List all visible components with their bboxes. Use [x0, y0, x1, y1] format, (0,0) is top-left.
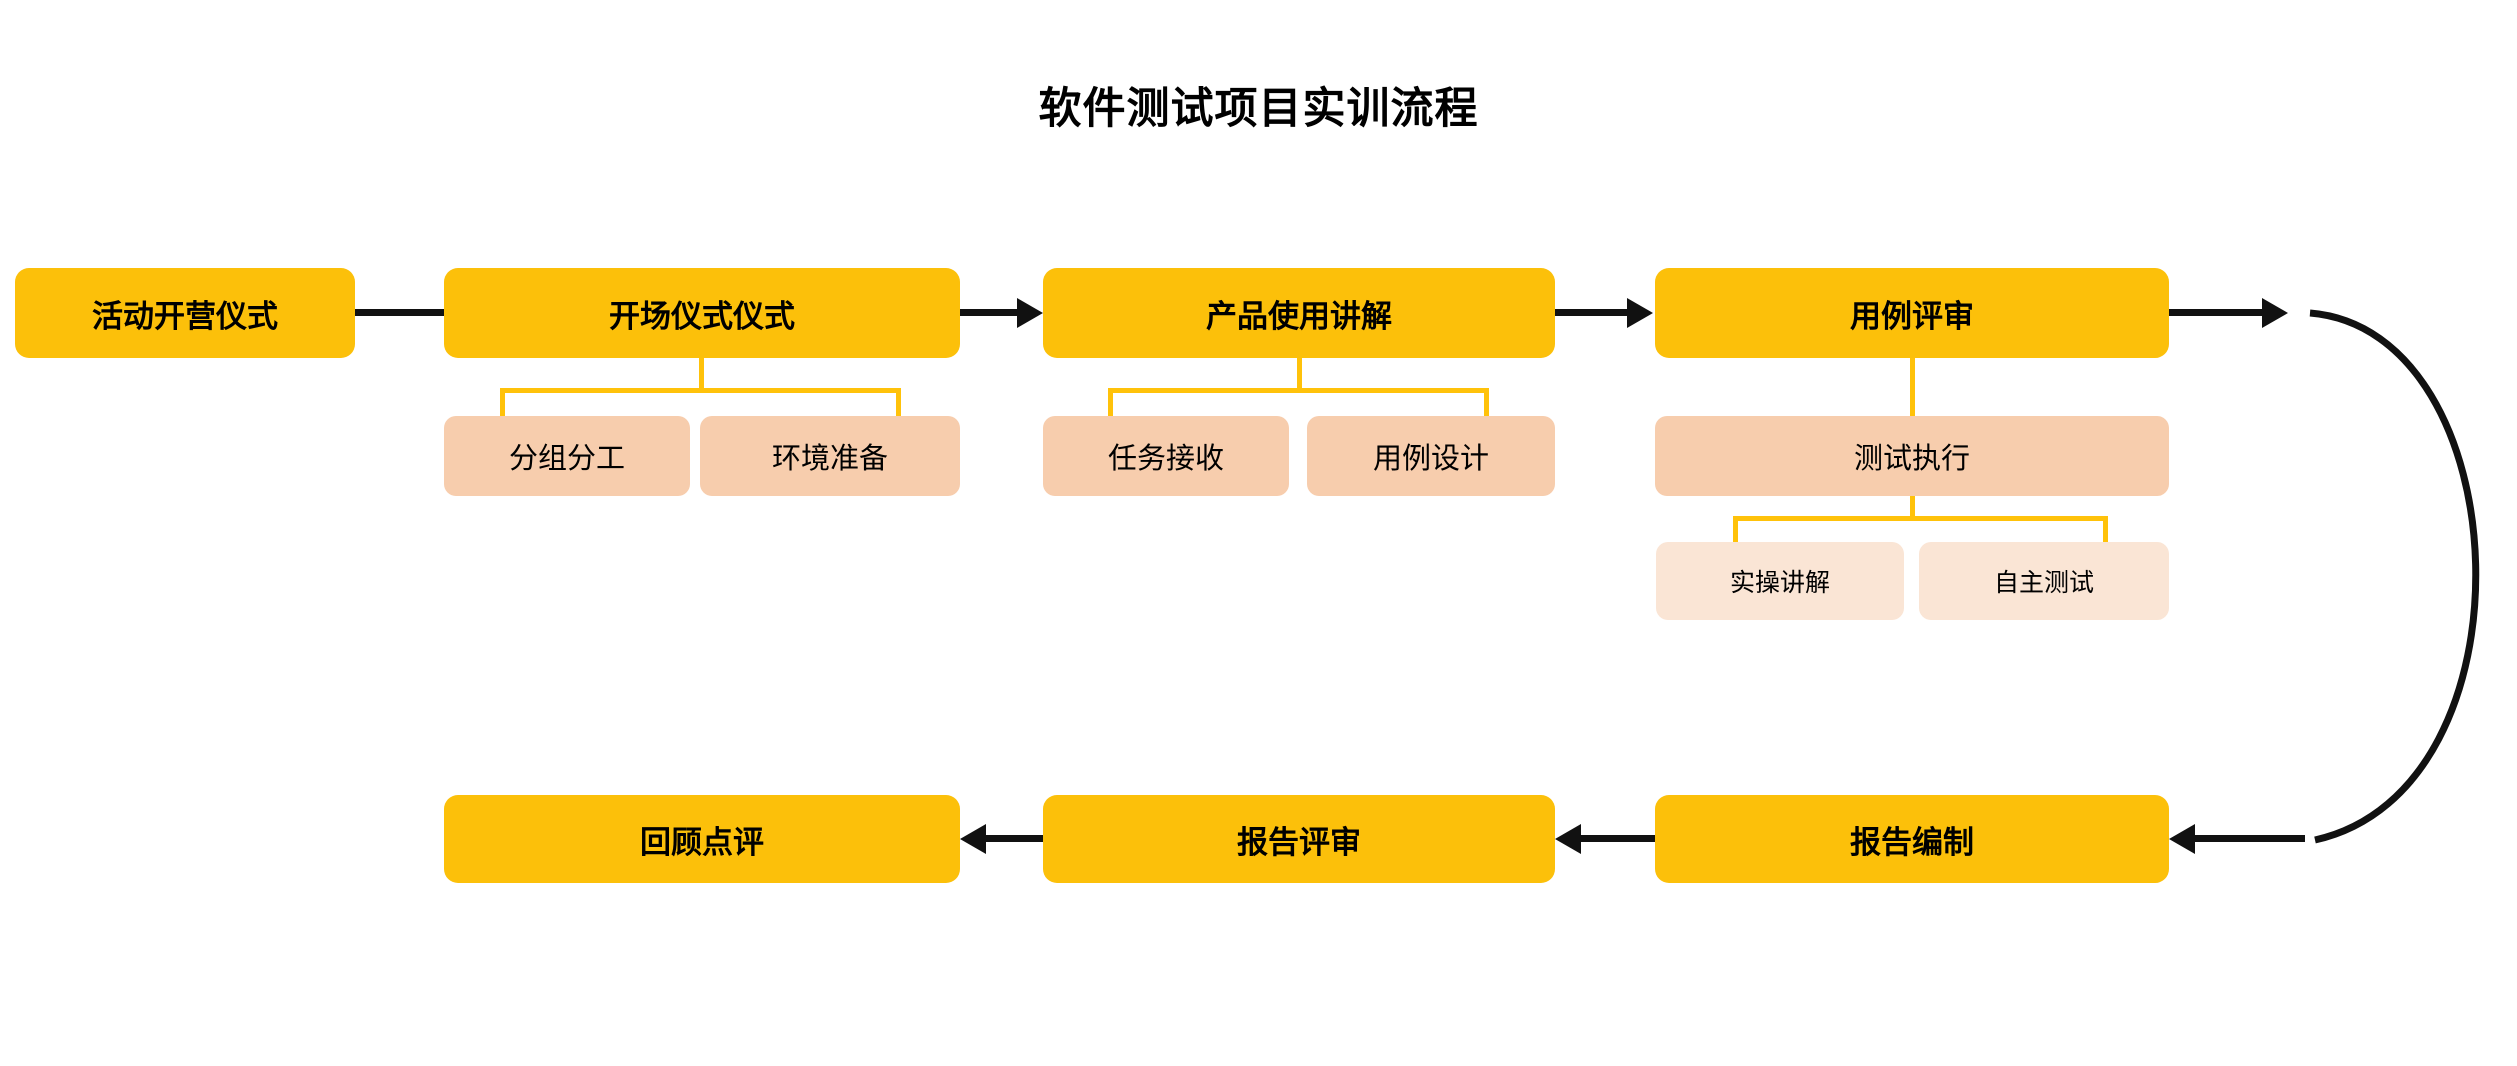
node-product-usage-explanation[interactable]: 产品使用讲解 — [1043, 268, 1555, 358]
edge-loop-to-n5-arrowhead — [2169, 824, 2195, 854]
node-label: 报告评审 — [1237, 824, 1361, 860]
tree-drop-n3a — [1108, 388, 1113, 418]
node-label: 回顾点评 — [640, 824, 764, 860]
node-label: 产品使用讲解 — [1206, 298, 1392, 334]
node-activity-opening-ceremony[interactable]: 活动开营仪式 — [15, 268, 355, 358]
node-test-execution[interactable]: 测试执行 — [1655, 416, 2169, 496]
node-label: 用例评审 — [1850, 298, 1974, 334]
node-label: 开场仪式仪式 — [609, 298, 795, 334]
node-case-design[interactable]: 用例设计 — [1307, 416, 1555, 496]
edge-n3-to-n4-arrowhead — [1627, 298, 1653, 328]
tree-bar-n2 — [500, 388, 900, 393]
node-task-reception[interactable]: 任务接收 — [1043, 416, 1289, 496]
node-report-review[interactable]: 报告评审 — [1043, 795, 1555, 883]
page-title: 软件测试项目实训流程 — [1038, 85, 1479, 133]
edge-n6-to-n7-arrowhead — [960, 824, 986, 854]
tree-stem-n4a — [1910, 496, 1915, 518]
edge-n2-to-n3-line — [960, 309, 1020, 316]
node-opening-ceremony[interactable]: 开场仪式仪式 — [444, 268, 960, 358]
tree-stem-n3 — [1297, 358, 1302, 390]
node-report-preparation[interactable]: 报告编制 — [1655, 795, 2169, 883]
node-label: 活动开营仪式 — [92, 298, 278, 334]
tree-stem-n4 — [1910, 358, 1915, 416]
node-label: 分组分工 — [508, 443, 625, 475]
edge-n3-to-n4-line — [1555, 309, 1628, 316]
node-hands-on-explanation[interactable]: 实操讲解 — [1656, 542, 1904, 620]
tree-drop-n4a2 — [2103, 516, 2108, 544]
edge-n1-to-n2 — [355, 309, 444, 316]
edge-n5-to-n6-arrowhead — [1555, 824, 1581, 854]
node-review-comments[interactable]: 回顾点评 — [444, 795, 960, 883]
node-group-division[interactable]: 分组分工 — [444, 416, 690, 496]
node-label: 任务接收 — [1107, 443, 1224, 475]
edge-n2-to-n3-arrowhead — [1017, 298, 1043, 328]
edge-n4-to-loop-line — [2169, 309, 2267, 316]
edge-n6-to-n7-line — [985, 835, 1043, 842]
node-label: 环境准备 — [771, 443, 888, 475]
edge-n5-to-n6-line — [1580, 835, 1655, 842]
tree-bar-n3 — [1108, 388, 1488, 393]
node-self-testing[interactable]: 自主测试 — [1919, 542, 2169, 620]
node-case-review[interactable]: 用例评审 — [1655, 268, 2169, 358]
tree-drop-n2b — [896, 388, 901, 418]
node-label: 实操讲解 — [1729, 569, 1830, 597]
node-label: 报告编制 — [1850, 824, 1974, 860]
tree-drop-n4a1 — [1733, 516, 1738, 544]
node-label: 自主测试 — [1993, 569, 2094, 597]
edge-n4-to-loop-arrowhead — [2262, 298, 2288, 328]
edge-loop-to-n5-line — [2195, 835, 2305, 842]
node-label: 测试执行 — [1853, 443, 1970, 475]
tree-drop-n2a — [500, 388, 505, 418]
node-environment-preparation[interactable]: 环境准备 — [700, 416, 960, 496]
tree-drop-n3b — [1484, 388, 1489, 418]
tree-stem-n2 — [699, 358, 704, 390]
tree-bar-n4a — [1733, 516, 2107, 521]
node-label: 用例设计 — [1372, 443, 1489, 475]
